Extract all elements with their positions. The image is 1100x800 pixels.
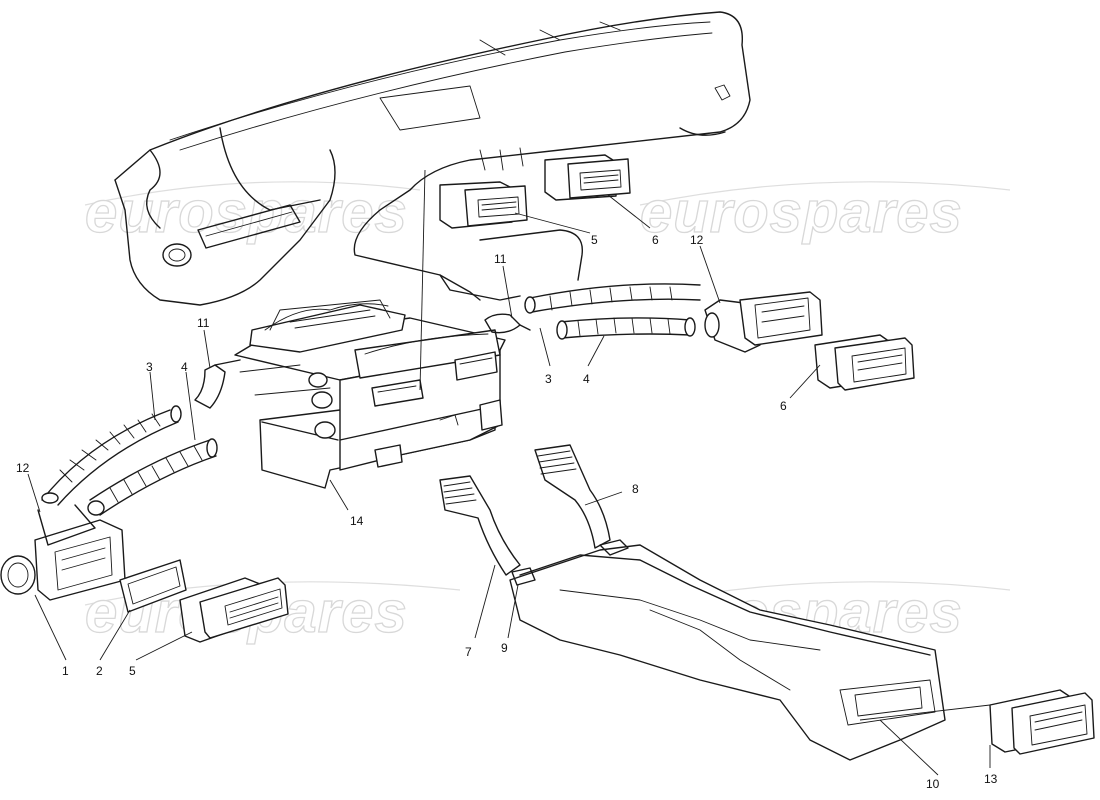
vent-5-lower (179, 577, 289, 643)
callout-8: 8 (632, 482, 639, 496)
callout-11-left: 11 (197, 316, 210, 330)
right-tube-11 (484, 313, 531, 334)
right-hose-3 (524, 283, 701, 314)
vent-6-right (814, 334, 915, 391)
callout-3-left: 3 (146, 360, 153, 374)
left-tube-11 (194, 359, 241, 409)
dash-vent-6-upper (544, 154, 631, 201)
heater-unit (234, 299, 506, 489)
watermark-top-left: eurospares (85, 180, 408, 245)
callout-3-right: 3 (545, 372, 552, 386)
left-hose-3 (41, 405, 182, 506)
callout-4-right: 4 (583, 372, 590, 386)
dashboard (114, 11, 751, 306)
console (509, 539, 946, 761)
callout-9: 9 (501, 641, 508, 655)
dash-vent-5-upper (439, 181, 528, 229)
callout-6-right: 6 (780, 399, 787, 413)
callout-10: 10 (926, 777, 940, 791)
callout-5-upper: 5 (591, 233, 598, 247)
gasket-2 (119, 559, 187, 613)
callout-11-right: 11 (494, 252, 507, 266)
callout-6-upper: 6 (652, 233, 659, 247)
right-hose-4 (556, 317, 696, 340)
floor-duct-8 (534, 444, 611, 549)
floor-duct-7 (439, 475, 521, 576)
callout-12-left: 12 (16, 461, 30, 475)
vent-13 (989, 689, 1095, 755)
callout-1: 1 (62, 664, 69, 678)
callout-14: 14 (350, 514, 364, 528)
right-outlet-12 (704, 291, 823, 353)
callout-13: 13 (984, 772, 998, 786)
callout-12-right: 12 (690, 233, 704, 247)
leader-lines (27, 169, 991, 776)
callout-2: 2 (96, 664, 103, 678)
callout-labels: 1 2 3 3 4 4 5 5 6 6 7 8 9 10 11 11 12 12… (16, 233, 998, 791)
watermark-top-right: eurospares (640, 180, 963, 245)
callout-7: 7 (465, 645, 472, 659)
callout-5-lower: 5 (129, 664, 136, 678)
callout-4-left: 4 (181, 360, 188, 374)
left-hose-4 (87, 438, 218, 516)
